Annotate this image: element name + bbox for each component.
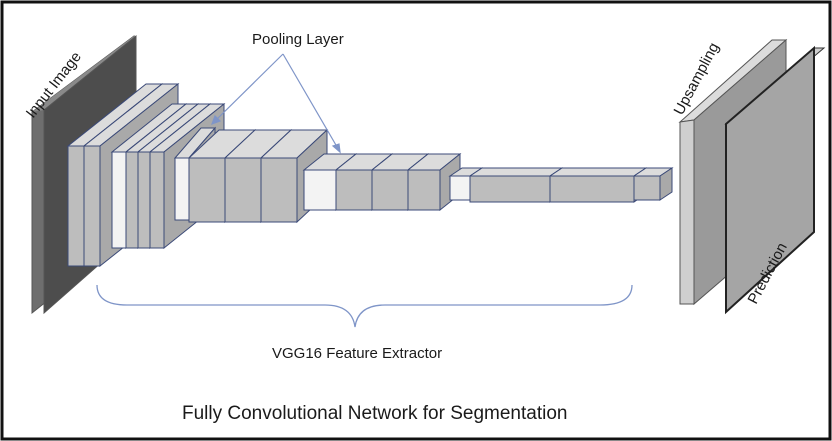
- feature-extractor-brace: [96, 284, 633, 328]
- figure-caption: Fully Convolutional Network for Segmenta…: [182, 403, 567, 424]
- encoder-blocks: [66, 82, 674, 268]
- fc7-block: [548, 167, 648, 203]
- feature-extractor-label: VGG16 Feature Extractor: [272, 345, 442, 362]
- prediction-slab: [724, 45, 826, 315]
- fc8-block: [632, 167, 674, 201]
- fc6-block: [468, 167, 564, 203]
- pooling-layer-label: Pooling Layer: [252, 31, 344, 48]
- pooling-arrows: [210, 53, 341, 154]
